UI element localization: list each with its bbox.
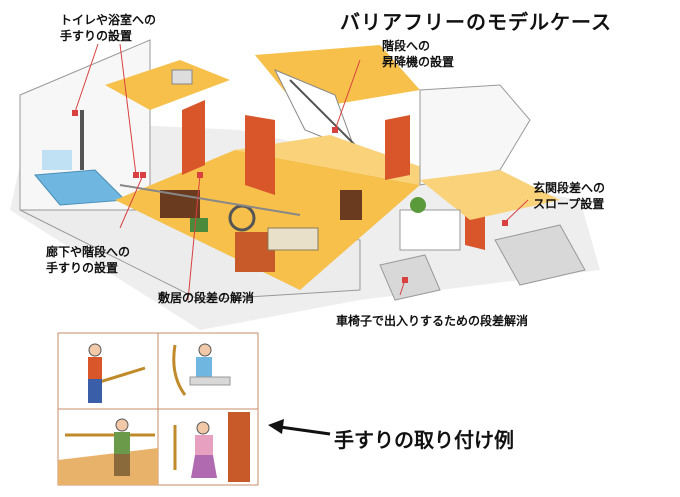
- label-stair-lift: 階段への 昇降機の設置: [382, 38, 454, 70]
- genkan-plant: [410, 197, 426, 213]
- genkan-cabinet: [399, 209, 461, 251]
- label-line: スロープ設置: [533, 197, 605, 211]
- example-rail-2: [172, 344, 187, 396]
- living-floor: [115, 150, 420, 290]
- label-entrance-slope: 玄関段差への スロープ設置: [533, 180, 605, 212]
- leader-lines: [74, 43, 529, 301]
- label-line: 廊下や階段への: [46, 245, 131, 259]
- label-line: 昇降機の設置: [382, 55, 455, 69]
- caption-arrow: [268, 419, 331, 436]
- wheelchair-ramp: [379, 254, 441, 301]
- door-stairs: [385, 115, 410, 180]
- hallway-floor: [235, 135, 430, 185]
- handrail-examples-panel: [57, 332, 259, 486]
- entrance-floor: [420, 170, 560, 220]
- label-line: 手すりの設置: [46, 261, 119, 275]
- leader-markers: [72, 110, 508, 283]
- bath-tiles: [42, 150, 72, 170]
- entrance-ramp: [494, 224, 586, 286]
- label-line: 手すりの設置: [60, 29, 133, 43]
- hall-handrail: [119, 184, 301, 216]
- bath-handrail: [80, 110, 84, 170]
- stair-lift-rail: [289, 79, 356, 146]
- examples-caption: 手すりの取り付け例: [334, 428, 514, 452]
- page-title: バリアフリーのモデルケース: [340, 10, 612, 34]
- toilet-room-floor: [105, 60, 230, 110]
- label-line: 階段への: [382, 39, 431, 53]
- door-toilet: [182, 100, 205, 175]
- label-toilet-bath-handrail: トイレや浴室への 手すりの設置: [60, 12, 156, 44]
- cabinet: [340, 190, 362, 220]
- label-hall-stairs-handrail: 廊下や階段への 手すりの設置: [46, 244, 130, 276]
- label-threshold: 敷居の段差の解消: [158, 291, 255, 305]
- label-line: 玄関段差への: [533, 181, 606, 195]
- right-wall: [419, 84, 531, 186]
- toilet: [171, 69, 193, 85]
- door-living: [245, 115, 275, 195]
- plant: [190, 218, 208, 232]
- label-wheelchair-access: 車椅子で出入りするための段差解消: [336, 314, 529, 328]
- label-line: トイレや浴室への: [60, 13, 157, 27]
- bed: [267, 227, 319, 251]
